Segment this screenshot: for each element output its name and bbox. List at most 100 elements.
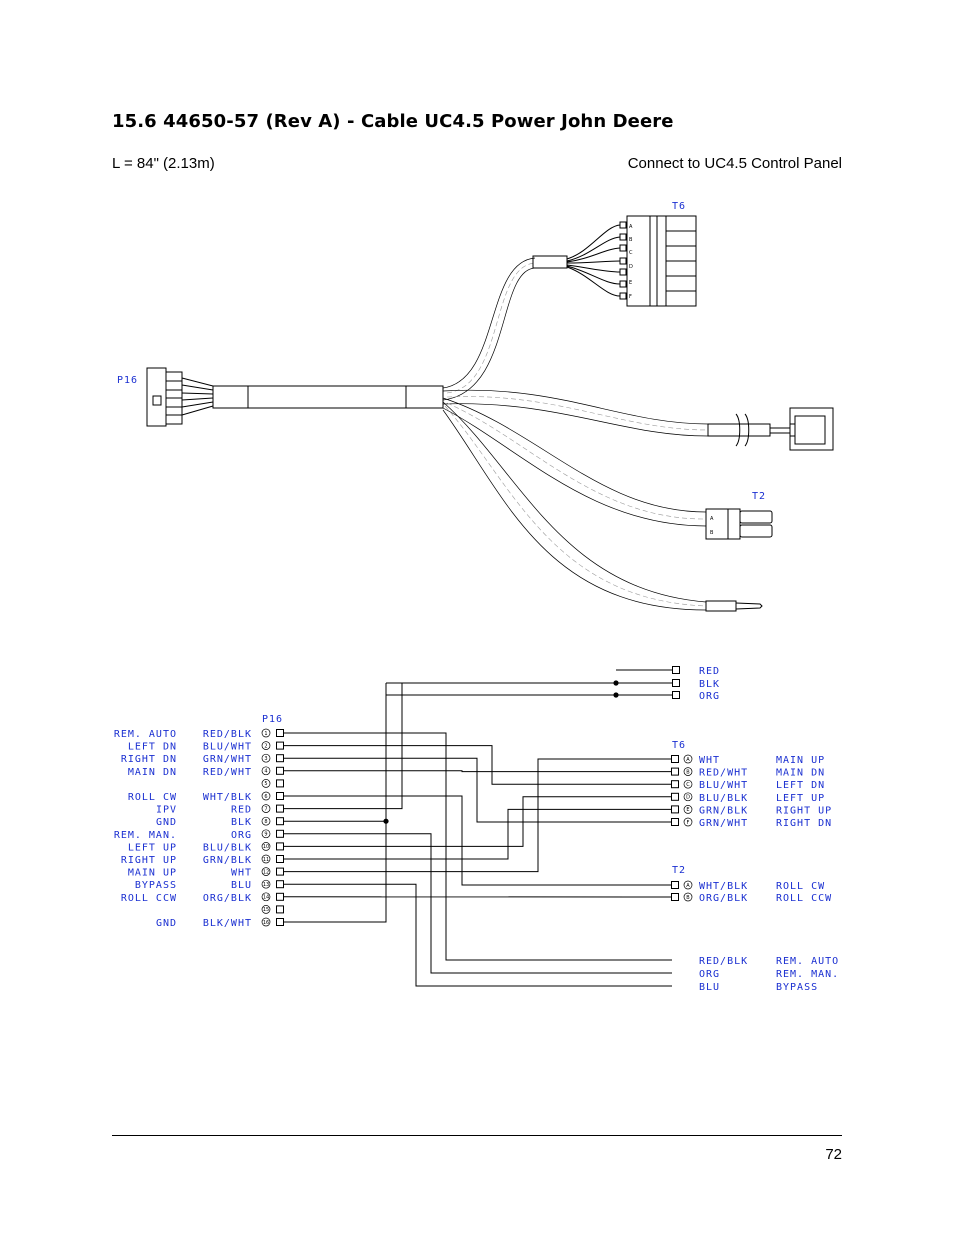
p16-pin-id: 16: [263, 920, 269, 926]
t2-terminal: [671, 881, 679, 889]
wire: [283, 683, 387, 923]
p16-color-label: ORG: [231, 830, 252, 841]
p16-terminal: [276, 855, 284, 863]
p16-terminal: [276, 829, 284, 838]
remote-color-label: BLU: [699, 982, 720, 993]
p16-pin-id: 6: [264, 794, 267, 800]
remote-color-label: RED/BLK: [699, 956, 748, 967]
p16-function-label: IPV: [156, 805, 177, 816]
p16-pin-id: 15: [263, 907, 269, 913]
p16-terminal: [276, 804, 284, 813]
t2-function-label: ROLL CW: [776, 881, 825, 892]
p16-terminal: [276, 892, 284, 901]
p16-pin-id: 10: [263, 844, 269, 850]
p16-color-label: GRN/WHT: [203, 754, 252, 765]
p16-pin-circle: [261, 779, 271, 788]
p16-pin-circle: [261, 842, 271, 851]
p16-pin-circle: [261, 905, 271, 914]
power-color-label: ORG: [699, 691, 720, 702]
t2-terminal: [671, 893, 679, 901]
p16-illustration-label: P16: [117, 375, 138, 386]
t2-pin-circle: [683, 880, 693, 890]
harness-illustration: P16 A B C D E F T6: [117, 201, 834, 612]
remote-function-label: BYPASS: [776, 982, 818, 993]
p16-terminal: [276, 842, 284, 851]
t6-pin-circle: [683, 754, 693, 764]
p16-function-label: GND: [156, 817, 177, 828]
page-number: 72: [825, 1146, 842, 1163]
t6-color-label: BLU/BLK: [699, 793, 748, 804]
t6-color-label: GRN/WHT: [699, 818, 748, 829]
p16-color-label: WHT: [231, 868, 252, 879]
t6-pin-id: B: [686, 769, 690, 775]
t6-color-label: RED/WHT: [699, 768, 748, 779]
wire: [283, 833, 672, 974]
p16-color-label: BLU: [231, 880, 252, 891]
t2-schematic-label: T2: [672, 865, 686, 876]
p16-pin-circle: [261, 804, 271, 813]
t6-pin-circle: [683, 767, 693, 776]
p16-function-label: REM. AUTO: [114, 729, 177, 740]
wire: [283, 732, 672, 961]
p16-color-label: GRN/BLK: [203, 855, 252, 866]
t6-function-label: MAIN DN: [776, 768, 825, 779]
power-terminal: [672, 679, 680, 687]
t6-terminal: [671, 780, 679, 789]
p16-pin-circle: [261, 867, 271, 876]
svg-text:A: A: [629, 224, 633, 230]
svg-text:D: D: [629, 264, 633, 270]
p16-function-label: ROLL CCW: [121, 893, 177, 904]
t6-illustration-label: T6: [672, 201, 686, 212]
t6-schematic-label: T6: [672, 740, 686, 751]
splice-dot: [613, 692, 619, 698]
p16-color-label: WHT/BLK: [203, 792, 252, 803]
t6-terminal: [671, 767, 679, 776]
svg-text:F: F: [629, 294, 632, 300]
p16-terminal: [276, 779, 284, 788]
t2-pin-id: A: [686, 883, 690, 889]
t6-pin-id: D: [686, 795, 690, 801]
p16-pin-circle: [261, 753, 271, 763]
svg-text:E: E: [629, 280, 632, 286]
section-title: 15.6 44650-57 (Rev A) - Cable UC4.5 Powe…: [112, 111, 674, 132]
p16-function-label: MAIN DN: [128, 767, 177, 778]
p16-terminal: [276, 741, 284, 750]
p16-pin-circle: [261, 728, 271, 738]
cable-length: L = 84" (2.13m): [112, 155, 215, 172]
p16-pin-circle: [261, 854, 271, 864]
p16-color-label: BLU/WHT: [203, 742, 252, 753]
p16-color-label: ORG/BLK: [203, 893, 252, 904]
p16-pin-id: 9: [264, 832, 267, 838]
wire: [283, 808, 671, 860]
p16-pin-id: 3: [264, 756, 267, 762]
p16-color-label: RED: [231, 805, 252, 816]
schematic-wires: [283, 669, 672, 987]
p16-function-label: RIGHT UP: [121, 855, 177, 866]
wire: [283, 795, 671, 886]
p16-color-label: BLU/BLK: [203, 842, 252, 853]
p16-terminal: [276, 766, 284, 775]
p16-terminal: [276, 905, 284, 914]
footer-rule: [112, 1135, 842, 1136]
p16-pin-id: 8: [264, 819, 267, 825]
p16-connector-drawing: [146, 367, 214, 427]
p16-pin-circle: [261, 741, 271, 750]
svg-text:A: A: [710, 516, 714, 522]
p16-terminal: [276, 867, 284, 876]
p16-pin-circle: [261, 829, 271, 839]
wire: [283, 745, 671, 785]
t6-pin-circle: [683, 779, 693, 789]
p16-pin-circle: [261, 816, 271, 826]
t6-function-label: RIGHT DN: [776, 818, 832, 829]
power-terminal: [672, 666, 680, 674]
p16-color-label: RED/BLK: [203, 729, 252, 740]
p16-function-label: LEFT DN: [128, 742, 177, 753]
p16-pin-circle: [261, 879, 271, 889]
p16-pin-id: 1: [264, 731, 267, 737]
p16-pin-circle: [261, 766, 271, 776]
p16-function-label: ROLL CW: [128, 792, 177, 803]
